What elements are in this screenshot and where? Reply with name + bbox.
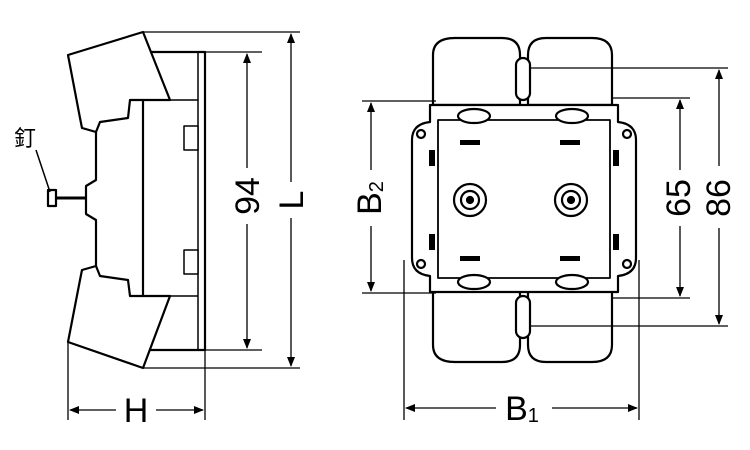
upper-bracket xyxy=(66,30,172,134)
dimension-B2: B2 xyxy=(351,181,389,215)
dimension-H: H xyxy=(124,392,149,430)
ear-top-left xyxy=(431,36,522,107)
nail-icon xyxy=(35,149,86,208)
ear-bottom-left xyxy=(431,288,522,364)
boss-left xyxy=(452,182,488,218)
side-tab-bottom xyxy=(183,249,199,275)
side-view xyxy=(35,30,207,370)
svg-text:B2: B2 xyxy=(351,181,389,215)
side-tab-top xyxy=(183,125,199,151)
dimension-94: 94 xyxy=(229,177,267,215)
ear-top-right xyxy=(526,36,614,107)
front-view xyxy=(410,36,638,364)
dimension-86: 86 xyxy=(700,179,738,217)
lower-bracket xyxy=(66,264,172,370)
dimension-B1: B1 xyxy=(505,390,539,428)
dimension-L: L xyxy=(273,191,311,210)
boss-right xyxy=(553,182,589,218)
nail-label: 釘 xyxy=(14,127,36,152)
dimension-65: 65 xyxy=(660,179,698,217)
